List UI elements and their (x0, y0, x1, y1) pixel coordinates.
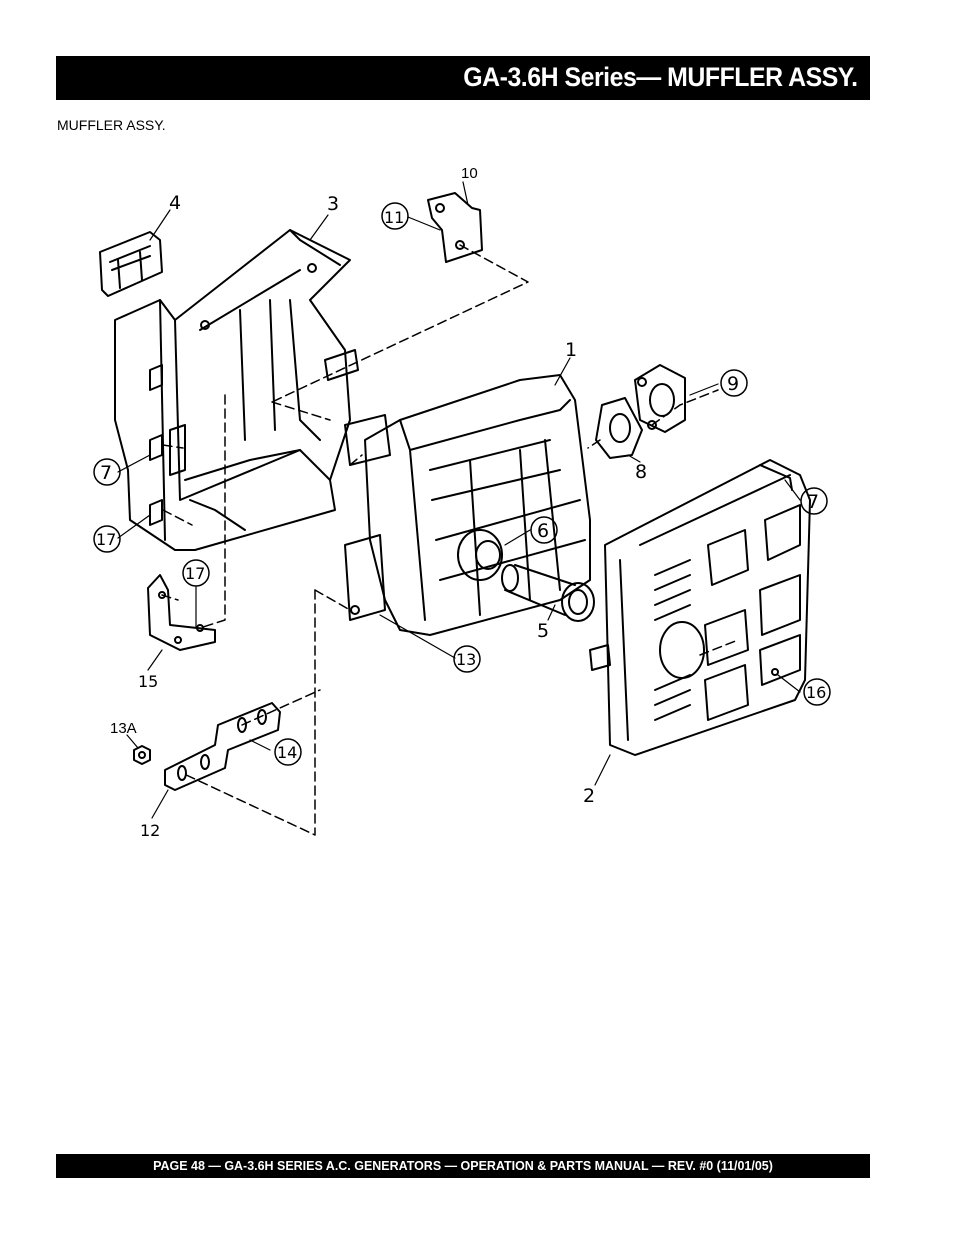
callout-7-right: 7 (807, 491, 819, 513)
part-1-muffler-body (344, 374, 591, 636)
assembly-lines (161, 244, 739, 836)
callout-15: 15 (138, 672, 158, 691)
part-4-cover-plate (99, 231, 163, 297)
callout-13: 13 (456, 650, 476, 669)
callout-1: 1 (565, 339, 577, 361)
callout-6: 6 (537, 520, 549, 542)
callout-16: 16 (806, 683, 826, 702)
callout-14: 14 (277, 743, 297, 762)
part-2-protector (589, 459, 811, 756)
callout-13a: 13A (110, 720, 137, 737)
callout-3: 3 (327, 193, 339, 215)
callout-10: 10 (461, 165, 478, 182)
part-5-tail-pipe (501, 564, 595, 622)
callout-circles (93, 202, 831, 766)
part-10-bracket (427, 192, 483, 263)
callout-2: 2 (583, 785, 595, 807)
part-15-bracket (147, 574, 216, 651)
callout-17: 17 (185, 564, 205, 583)
part-9-flange (634, 364, 686, 433)
page-header-bar: GA-3.6H Series— MUFFLER ASSY. (56, 56, 870, 100)
page-footer-bar: PAGE 48 — GA-3.6H SERIES A.C. GENERATORS… (56, 1154, 870, 1178)
callout-4: 4 (169, 192, 181, 214)
part-13a-nut (133, 745, 151, 765)
part-8-gasket (595, 397, 643, 459)
callout-9: 9 (727, 373, 739, 395)
page-title: GA-3.6H Series— MUFFLER ASSY. (463, 62, 859, 92)
callout-8: 8 (635, 461, 647, 483)
callout-11: 11 (384, 208, 404, 227)
callout-12: 12 (140, 821, 160, 840)
part-16-screw (771, 668, 779, 676)
callout-7-left: 7 (100, 462, 112, 484)
page-footer-text: PAGE 48 — GA-3.6H SERIES A.C. GENERATORS… (153, 1158, 773, 1173)
part-6-outlet (457, 529, 503, 581)
callout-17-left: 17 (96, 530, 116, 549)
callout-leaders (117, 181, 801, 819)
callout-5: 5 (537, 620, 549, 642)
part-3-cover-housing (114, 229, 359, 551)
part-12-stay (164, 702, 281, 791)
callout-labels: 4 3 10 11 1 9 8 7 17 6 5 17 15 13 13A 14… (96, 165, 826, 840)
section-label: MUFFLER ASSY. (57, 117, 166, 133)
